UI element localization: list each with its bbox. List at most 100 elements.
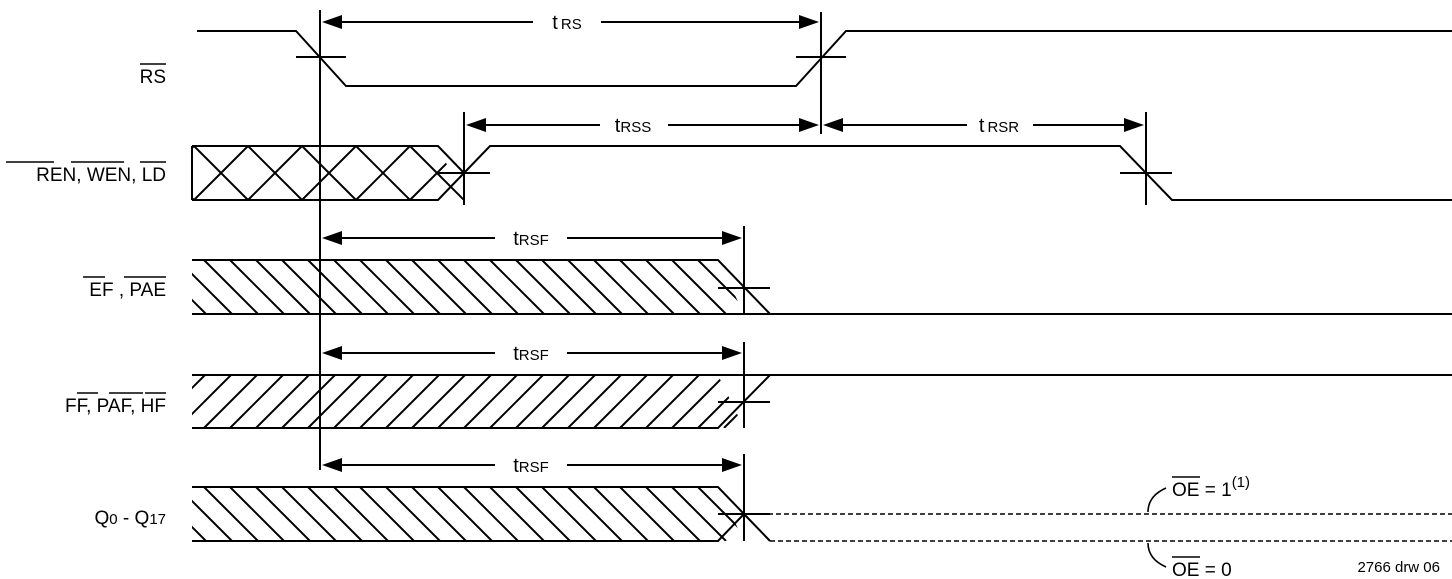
hatch-line (515, 260, 571, 314)
trsf-label-ef: tRSF (513, 228, 549, 250)
hatch-line (255, 487, 311, 541)
hatch-line (567, 375, 622, 428)
label-separator: , (130, 396, 141, 417)
hatch-line (463, 487, 519, 541)
hatch-line (437, 375, 492, 428)
hatch-line (192, 375, 232, 428)
hatch-line (541, 260, 597, 314)
trsf-t: t (513, 455, 519, 477)
trsf-t: t (513, 343, 519, 365)
crosshatch-line (301, 146, 357, 200)
hatch-line (192, 260, 233, 314)
hatch-line (619, 487, 675, 541)
hatch-line (645, 260, 701, 314)
trss-subscript: RSS (620, 119, 651, 136)
hatch-line (776, 375, 829, 428)
hatch-line (192, 487, 207, 541)
hatch-line (255, 260, 311, 314)
q-range-dash: - Q (118, 508, 150, 529)
dont-care-crosshatch (192, 146, 572, 200)
reference-lines (319, 10, 1147, 541)
drawing-id: 2766 drw 06 (1357, 559, 1440, 576)
hatch-line (645, 487, 701, 541)
hatch-line (802, 260, 856, 314)
trsf-subscript: RSF (519, 459, 549, 476)
trss-label: tRSS (615, 115, 651, 137)
hatch-line (411, 487, 467, 541)
trsf-arrow-ef (322, 231, 742, 245)
hatch-line (307, 487, 363, 541)
hatch-line (333, 375, 388, 428)
wen-label: WEN (87, 165, 131, 186)
crosshatch-line (518, 146, 572, 200)
ld-label: LD (142, 165, 166, 186)
hatch-line (645, 375, 700, 428)
hatch-line (359, 260, 415, 314)
oe0-bracket (1147, 542, 1167, 568)
hatch-line (593, 260, 649, 314)
pae-label: PAE (129, 280, 166, 301)
ef-pae-label: EF , PAE (89, 280, 166, 301)
hatch-line (192, 487, 233, 541)
crosshatch-line (355, 146, 411, 200)
ff-paf-hf-waveform (192, 374, 1452, 429)
hatch-line (411, 375, 466, 428)
hatch-line (802, 375, 855, 428)
oe1-name: OE (1172, 480, 1199, 501)
trs-arrow (322, 15, 819, 29)
crosshatch-line (518, 146, 572, 200)
crosshatch-line (247, 146, 303, 200)
q-bus-waveform (192, 486, 1452, 568)
trs-t: t (552, 12, 558, 34)
hatch-line (411, 260, 467, 314)
trsr-arrow (823, 118, 1144, 132)
ren-wen-ld-waveform (191, 145, 1452, 201)
hatch-line (541, 375, 596, 428)
hatch-line (229, 375, 284, 428)
q-subscript-0: 0 (109, 511, 117, 528)
hatch-line (619, 260, 675, 314)
oe1-note: OE = 1(1) (1172, 474, 1250, 501)
hatch-line (567, 487, 623, 541)
label-separator: , (86, 396, 97, 417)
hatch-line (593, 487, 649, 541)
hatch-line (203, 487, 259, 541)
hatch-line (281, 375, 336, 428)
hatch-line (203, 260, 259, 314)
signal-labels: RS REN, WEN, LD EF , PAE FF, PAF, HF Q0 … (6, 63, 166, 529)
hatch-line (489, 487, 545, 541)
crosshatch-line (193, 146, 249, 200)
hatch-line (192, 260, 207, 314)
trsr-subscript: RSR (987, 119, 1019, 136)
hatch-line (281, 260, 337, 314)
trsr-t: t (979, 115, 985, 137)
paf-label: PAF (97, 396, 132, 417)
hatch-line (515, 375, 570, 428)
oe0-note: OE = 0 (1172, 560, 1232, 579)
hatch-line (515, 487, 571, 541)
hatch-line (281, 487, 337, 541)
hatch-line (619, 375, 674, 428)
label-separator: , (114, 280, 130, 301)
q-subscript-17: 17 (149, 511, 166, 528)
hatch-line (671, 260, 727, 314)
ff-invalid-hatch (192, 375, 855, 428)
hatch-line (385, 487, 441, 541)
hatch-line (489, 375, 544, 428)
trsf-subscript: RSF (519, 347, 549, 364)
oe1-footnote: (1) (1232, 474, 1250, 491)
label-separator: , (131, 165, 142, 186)
hatch-line (385, 260, 441, 314)
hatch-line (567, 260, 623, 314)
hatch-line (671, 375, 726, 428)
hatch-line (359, 375, 414, 428)
trs-subscript: RS (561, 16, 582, 33)
hatch-line (203, 375, 258, 428)
hatch-line (541, 487, 597, 541)
oe1-value: = 1 (1199, 480, 1231, 501)
ff-label: FF (65, 396, 88, 417)
